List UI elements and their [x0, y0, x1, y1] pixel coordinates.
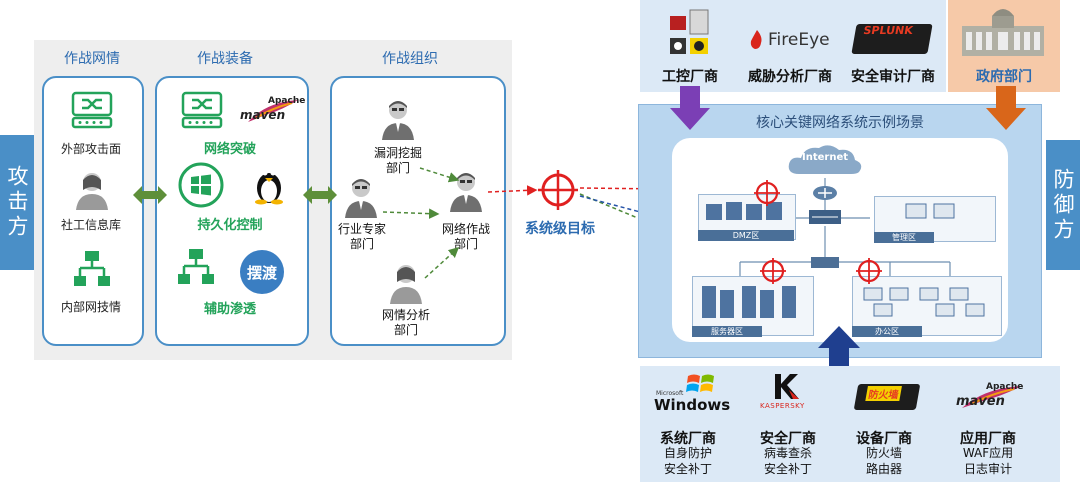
windows-logo: Microsoft Windows: [652, 372, 730, 418]
zone-management-label: 管理区: [874, 232, 934, 243]
industrial-control-icon: [670, 9, 709, 54]
intel-item-internal: 内部网技情: [60, 300, 121, 314]
maven-apache-text: Apache: [986, 382, 1024, 392]
org-unit-expert: 行业专家 部门: [337, 222, 386, 251]
firewall-icon: [809, 210, 841, 224]
network-topology-icon: [178, 249, 214, 284]
person-female-icon: [76, 173, 108, 210]
router-icon: [813, 186, 837, 200]
internet-label: Internet: [801, 152, 848, 163]
scene-title: 核心关键网络系统示例场景: [756, 115, 924, 131]
kaspersky-text: KASPERSKY: [760, 402, 805, 410]
vendor-device: 设备厂商: [856, 431, 912, 447]
intel-item-social: 社工信息库: [60, 218, 121, 232]
ferry-tool-badge: 摆渡: [240, 250, 284, 294]
vendor-threat: 威胁分析厂商: [748, 69, 832, 85]
feather-icon: [248, 100, 298, 122]
zone-dmz-label: DMZ区: [698, 230, 794, 241]
windows-small-text: Microsoft: [656, 390, 684, 397]
maven-logo: Apache maven: [238, 96, 305, 126]
zone-server-label: 服务器区: [692, 326, 762, 337]
vendor-security: 安全厂商: [760, 431, 816, 447]
vendor-system: 系统厂商: [660, 431, 716, 447]
intel-title: 作战网情: [64, 51, 120, 67]
maven-logo: Apache maven: [952, 380, 1026, 412]
vendor-device-sub-1: 防火墙: [865, 446, 902, 460]
double-arrow-icon: [133, 186, 167, 204]
network-topology-icon: [74, 251, 110, 286]
down-arrow-icon: [670, 86, 710, 130]
down-arrow-icon: [986, 86, 1026, 130]
vendor-security-sub-1: 病毒查杀: [763, 446, 812, 460]
firewall-device: 防火墙: [853, 384, 921, 410]
person-male-icon: [450, 173, 482, 212]
crosshair-target-icon: [856, 258, 882, 284]
windows-text: Windows: [654, 396, 731, 414]
government-building-icon: [962, 9, 1044, 56]
org-unit-analysis: 网情分析 部门: [381, 308, 430, 337]
equipment-box: [155, 76, 309, 346]
windows-flag-icon: [686, 374, 714, 392]
vendor-industrial: 工控厂商: [662, 69, 718, 85]
equipment-title: 作战装备: [197, 51, 253, 67]
network-switch-icon: [181, 91, 223, 129]
fireeye-text: FireEye: [768, 30, 830, 50]
crosshair-target-icon: [754, 180, 780, 206]
vendor-system-sub-2: 安全补丁: [663, 462, 712, 476]
crosshair-target-icon: [538, 170, 578, 210]
defender-side-label: 防御方: [1046, 140, 1080, 270]
zone-office-label: 办公区: [852, 326, 922, 337]
double-arrow-icon: [303, 186, 337, 204]
maven-name-text: maven: [956, 394, 1005, 409]
government-label: 政府部门: [976, 69, 1032, 85]
equip-item-breakthrough: 网络突破: [203, 142, 256, 157]
linux-tux-icon: [255, 170, 283, 205]
intel-item-external: 外部攻击面: [60, 142, 121, 156]
fireeye-flame-icon: [750, 30, 762, 49]
org-unit-ops: 网络作战 部门: [441, 222, 490, 251]
fireeye-logo: FireEye: [748, 26, 834, 54]
equip-item-persistence: 持久化控制: [197, 218, 263, 233]
vendor-application-sub-2: 日志审计: [963, 462, 1012, 476]
workstation-icon: [905, 203, 955, 219]
vendor-device-sub-2: 路由器: [865, 462, 902, 476]
target-label: 系统级目标: [525, 221, 595, 237]
attacker-side-label: 攻击方: [0, 135, 34, 270]
person-male-icon: [345, 179, 377, 218]
vendor-application: 应用厂商: [960, 431, 1016, 447]
person-male-icon: [382, 101, 414, 140]
server-group-icon: [706, 202, 782, 220]
intel-box: [42, 76, 144, 346]
person-female-icon: [390, 265, 422, 304]
up-arrow-icon: [818, 326, 860, 372]
server-rack-icon: [702, 286, 796, 318]
firewall-device-text: 防火墙: [865, 386, 902, 401]
windows-logo-icon: [178, 162, 224, 208]
core-switch-icon: [811, 257, 839, 268]
crosshair-target-icon: [760, 258, 786, 284]
kaspersky-k-icon: [775, 374, 799, 399]
maven-apache-text: Apache: [268, 96, 306, 106]
internet-cloud-icon: [788, 145, 862, 174]
org-unit-vuln: 漏洞挖掘 部门: [373, 146, 422, 175]
pc-group-icon: [863, 287, 985, 317]
vendor-system-sub-1: 自身防护: [663, 446, 712, 460]
vendor-audit: 安全审计厂商: [851, 69, 935, 85]
equip-item-auxiliary: 辅助渗透: [203, 302, 256, 317]
ferry-tool-text: 摆渡: [246, 263, 277, 282]
network-switch-icon: [71, 91, 113, 129]
vendor-application-sub-1: WAF应用: [962, 446, 1014, 460]
kaspersky-logo: KASPERSKY: [760, 372, 816, 418]
organization-title: 作战组织: [382, 51, 438, 67]
feather-icon: [962, 386, 1022, 408]
maven-name-text: maven: [240, 108, 286, 122]
vendor-security-sub-2: 安全补丁: [763, 462, 812, 476]
